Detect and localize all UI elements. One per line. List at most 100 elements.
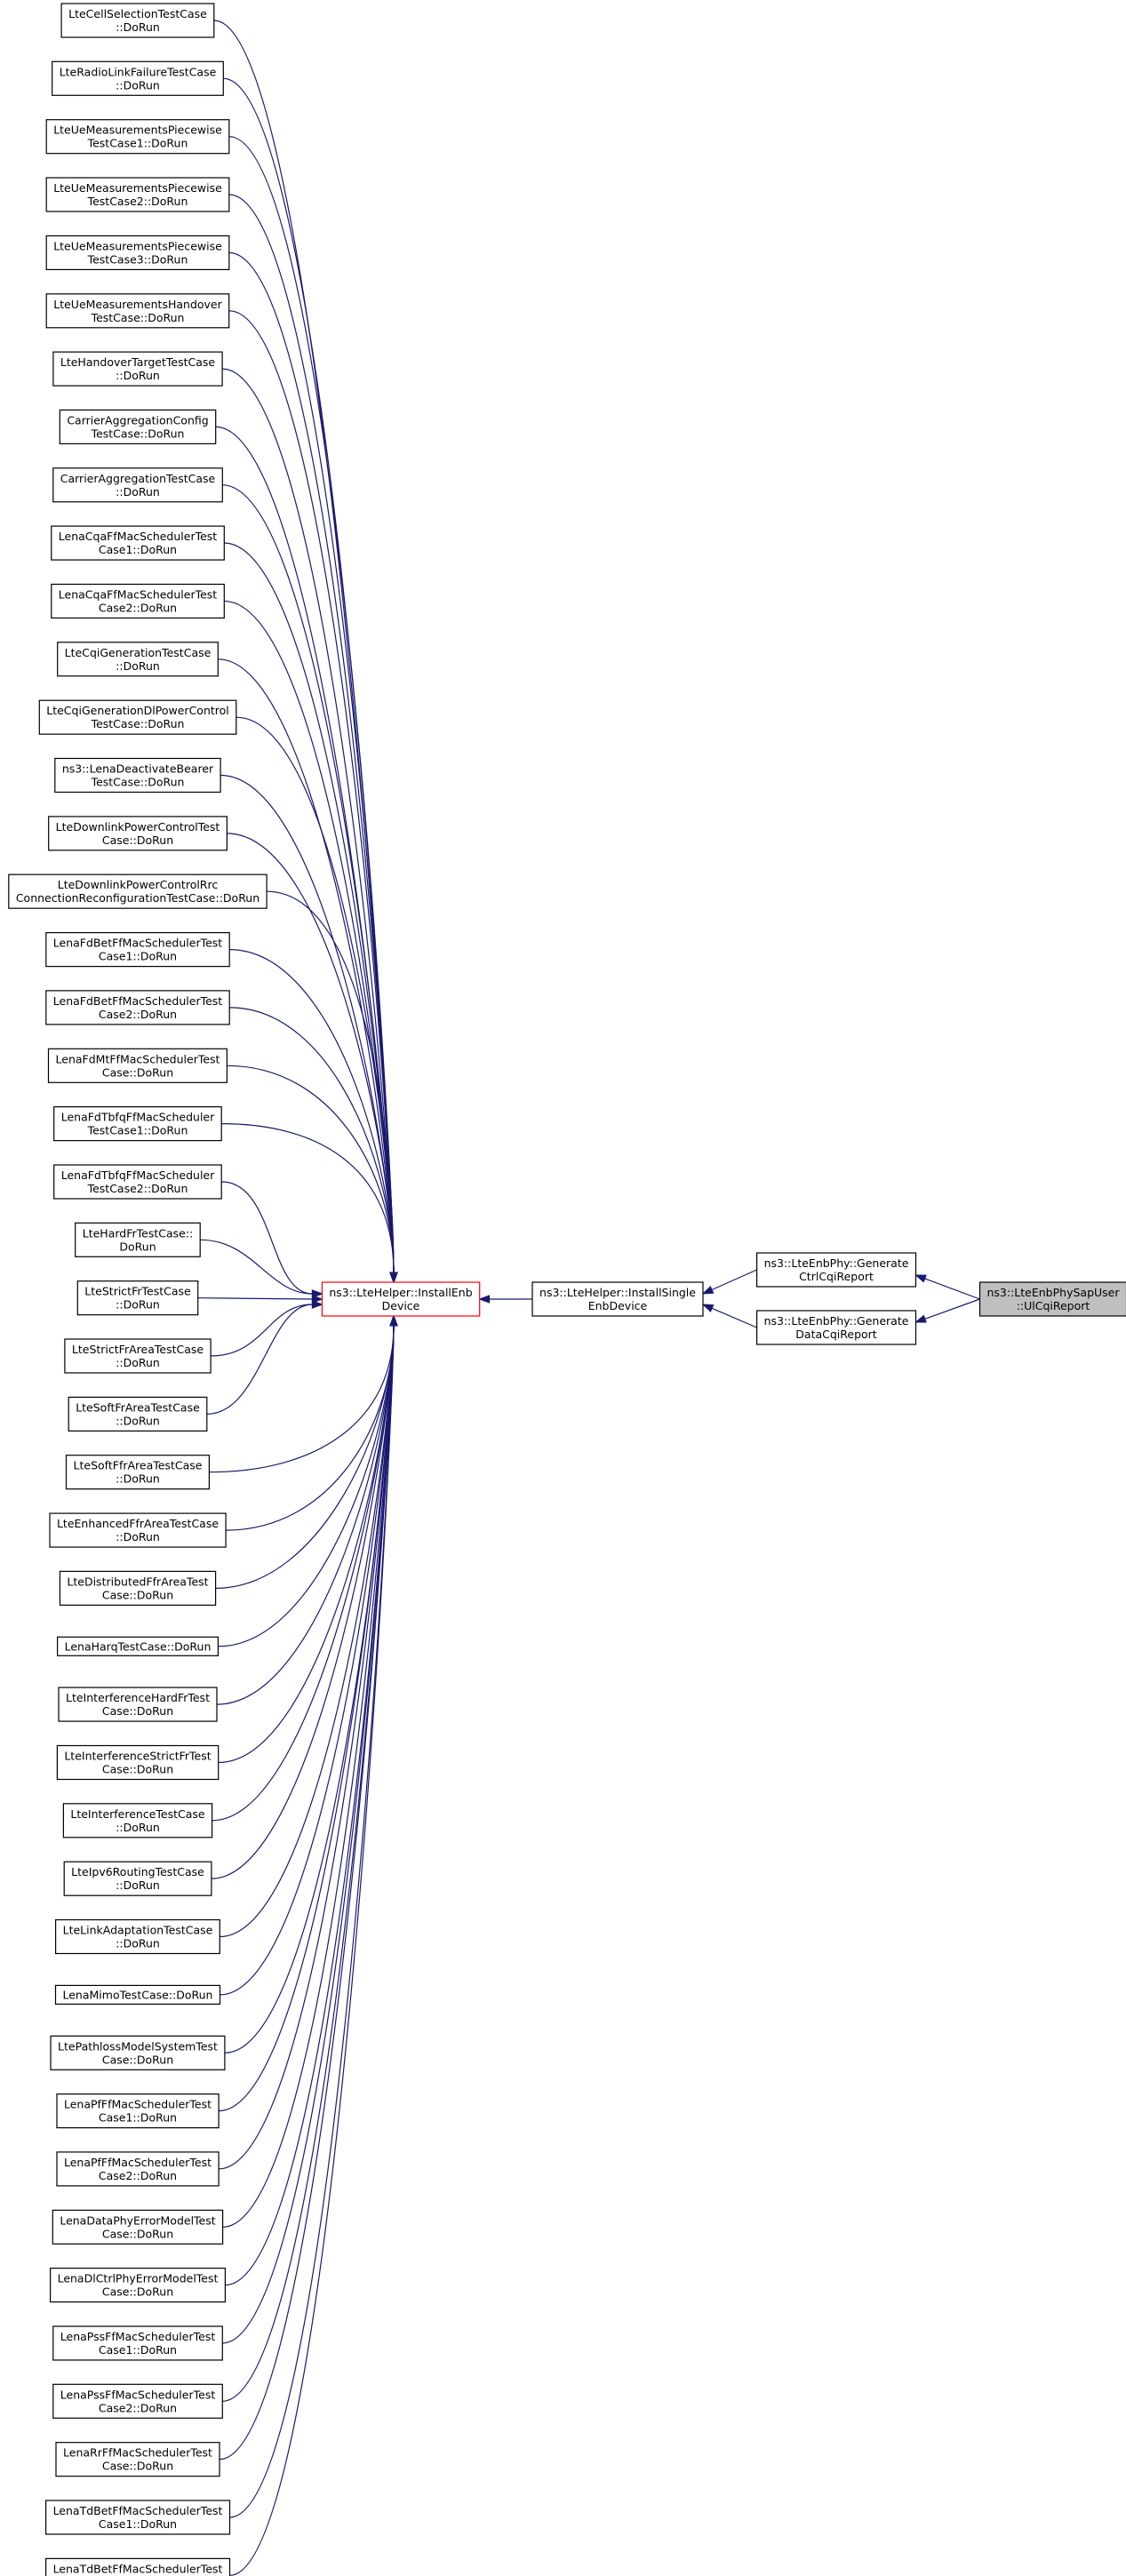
arrowhead xyxy=(389,1272,398,1284)
edge-caller-to-install-enb-device xyxy=(213,20,395,1273)
node-box xyxy=(64,1338,212,1374)
node-box xyxy=(58,1687,218,1722)
node-caller-lteuemeasurementspiecewisetestcase2-dorun[interactable]: LteUeMeasurementsPiecewiseTestCase2::DoR… xyxy=(45,177,230,212)
node-box xyxy=(48,816,228,851)
node-caller-lenamimotestcase-dorun[interactable]: LenaMimoTestCase::DoRun xyxy=(54,1984,221,2005)
node-label-line: LtePathlossModelSystemTest xyxy=(58,2039,218,2053)
node-box xyxy=(75,1222,201,1257)
node-caller-ltesoftffrareatestcase-dorun[interactable]: LteSoftFfrAreaTestCase::DoRun xyxy=(65,1455,210,1490)
node-label-line: LteStrictFrTestCase xyxy=(84,1285,191,1298)
node-caller-ltesoftfrareatestcase-dorun[interactable]: LteSoftFrAreaTestCase::DoRun xyxy=(68,1396,208,1432)
arrowhead xyxy=(701,1286,715,1295)
node-box xyxy=(76,1280,199,1316)
edge-caller-to-install-enb-device xyxy=(223,77,395,1273)
node-caller-ltehandovertargettestcase-dorun[interactable]: LteHandoverTargetTestCase::DoRun xyxy=(52,351,223,387)
edge-caller-to-install-enb-device xyxy=(218,1325,395,2170)
node-caller-ltestrictfrtestcase-dorun[interactable]: LteStrictFrTestCase::DoRun xyxy=(76,1280,199,1316)
node-box xyxy=(755,1252,917,1288)
nodes: ns3::LteHelper::InstallEnbDevicens3::Lte… xyxy=(8,3,1126,2576)
node-label-line: LteUeMeasurementsPiecewise xyxy=(53,181,222,195)
edge-caller-to-install-enb-device xyxy=(218,1325,395,1647)
node-caller-ltecqigenerationtestcase-dorun[interactable]: LteCqiGenerationTestCase::DoRun xyxy=(57,642,219,677)
node-box xyxy=(8,873,268,909)
node-label-line: LenaFdTbfqFfMacScheduler xyxy=(61,1111,215,1124)
node-box xyxy=(52,467,223,503)
node-caller-ltestrictfrareatestcase-dorun[interactable]: LteStrictFrAreaTestCase::DoRun xyxy=(64,1338,212,1374)
node-caller-carrieraggregationtestcase-dorun[interactable]: CarrierAggregationTestCase::DoRun xyxy=(52,467,223,503)
node-label-line: LenaPfFfMacSchedulerTest xyxy=(64,2098,212,2111)
node-box xyxy=(56,2151,220,2187)
edge-ul-to-data xyxy=(924,1298,980,1320)
node-label-line: ::DoRun xyxy=(116,1530,160,1543)
node-caller-lteenhancedffrareatestcase-dorun[interactable]: LteEnhancedFfrAreaTestCase::DoRun xyxy=(49,1512,227,1548)
edge-caller-to-install-enb-device xyxy=(224,600,395,1273)
node-box xyxy=(978,1281,1126,1317)
node-box xyxy=(65,1455,210,1490)
node-box xyxy=(68,1396,208,1432)
node-label-line: TestCase1::DoRun xyxy=(87,137,188,150)
node-caller-lteuemeasurementspiecewisetestcase1-dorun[interactable]: LteUeMeasurementsPiecewiseTestCase1::DoR… xyxy=(45,119,230,155)
node-caller-lteinterferencetestcase-dorun[interactable]: LteInterferenceTestCase::DoRun xyxy=(62,1803,213,1838)
node-label-line: LenaCqaFfMacSchedulerTest xyxy=(59,588,218,602)
node-box xyxy=(52,2209,224,2245)
node-caller-ltecellselectiontestcase-dorun[interactable]: LteCellSelectionTestCase::DoRun xyxy=(60,3,215,38)
node-box xyxy=(755,1310,917,1345)
node-label-line: CarrierAggregationConfig xyxy=(67,413,208,427)
edge-caller-to-install-enb-device xyxy=(197,1297,313,1300)
node-caller-ltelinkadaptationtestcase-dorun[interactable]: LteLinkAdaptationTestCase::DoRun xyxy=(54,1918,220,1955)
node-label-line: LteIpv6RoutingTestCase xyxy=(71,1865,204,1878)
arrowhead xyxy=(914,1274,927,1283)
node-label-line: ns3::LteEnbPhySapUser xyxy=(987,1286,1121,1299)
node-label-line: LteCellSelectionTestCase xyxy=(68,7,207,20)
node-caller-lteradiolinkfailuretestcase-dorun[interactable]: LteRadioLinkFailureTestCase::DoRun xyxy=(52,60,224,96)
node-label-line: LteUeMeasurementsPiecewise xyxy=(53,124,222,137)
node-label-line: LteRadioLinkFailureTestCase xyxy=(60,65,217,78)
edge-caller-to-install-enb-device xyxy=(220,1325,395,1938)
node-caller-lteipv6routingtestcase-dorun[interactable]: LteIpv6RoutingTestCase::DoRun xyxy=(63,1861,212,1896)
node-caller-lenatdbetffmacschedulertestcase2-dorun[interactable]: LenaTdBetFfMacSchedulerTestCase2::DoRun xyxy=(44,2557,231,2576)
node-label-line: ::DoRun xyxy=(116,1472,160,1486)
node-label-line: LenaTdBetFfMacSchedulerTest xyxy=(53,2562,223,2575)
node-ul-cqi-report[interactable]: ns3::LteEnbPhySapUser::UlCqiReport xyxy=(978,1281,1126,1317)
node-caller-lenaharqtestcase-dorun[interactable]: LenaHarqTestCase::DoRun xyxy=(56,1636,220,1656)
edge-caller-to-install-enb-device xyxy=(221,1123,395,1273)
node-caller-lteuemeasurementspiecewisetestcase3-dorun[interactable]: LteUeMeasurementsPiecewiseTestCase3::DoR… xyxy=(45,235,230,270)
node-label-line: ::DoRun xyxy=(116,1414,160,1427)
edge-caller-to-install-enb-device xyxy=(229,949,395,1273)
node-caller-ltehardfrtestcase-dorun[interactable]: LteHardFrTestCase::DoRun xyxy=(75,1222,201,1257)
edge-caller-to-install-enb-device xyxy=(229,1325,395,2576)
node-box xyxy=(47,1048,228,1083)
node-box xyxy=(531,1281,704,1317)
node-caller-ltedownlinkpowercontrolrrcconnectionreconfigurationtestcase-dorun[interactable]: LteDownlinkPowerControlRrcConnectionReco… xyxy=(8,873,268,909)
node-caller-ltecqigenerationdlpowercontroltestcase-dorun[interactable]: LteCqiGenerationDlPowerControlTestCase::… xyxy=(38,699,237,735)
node-label-line: Case::DoRun xyxy=(102,1065,173,1079)
edge-caller-to-install-enb-device xyxy=(222,1325,395,2402)
